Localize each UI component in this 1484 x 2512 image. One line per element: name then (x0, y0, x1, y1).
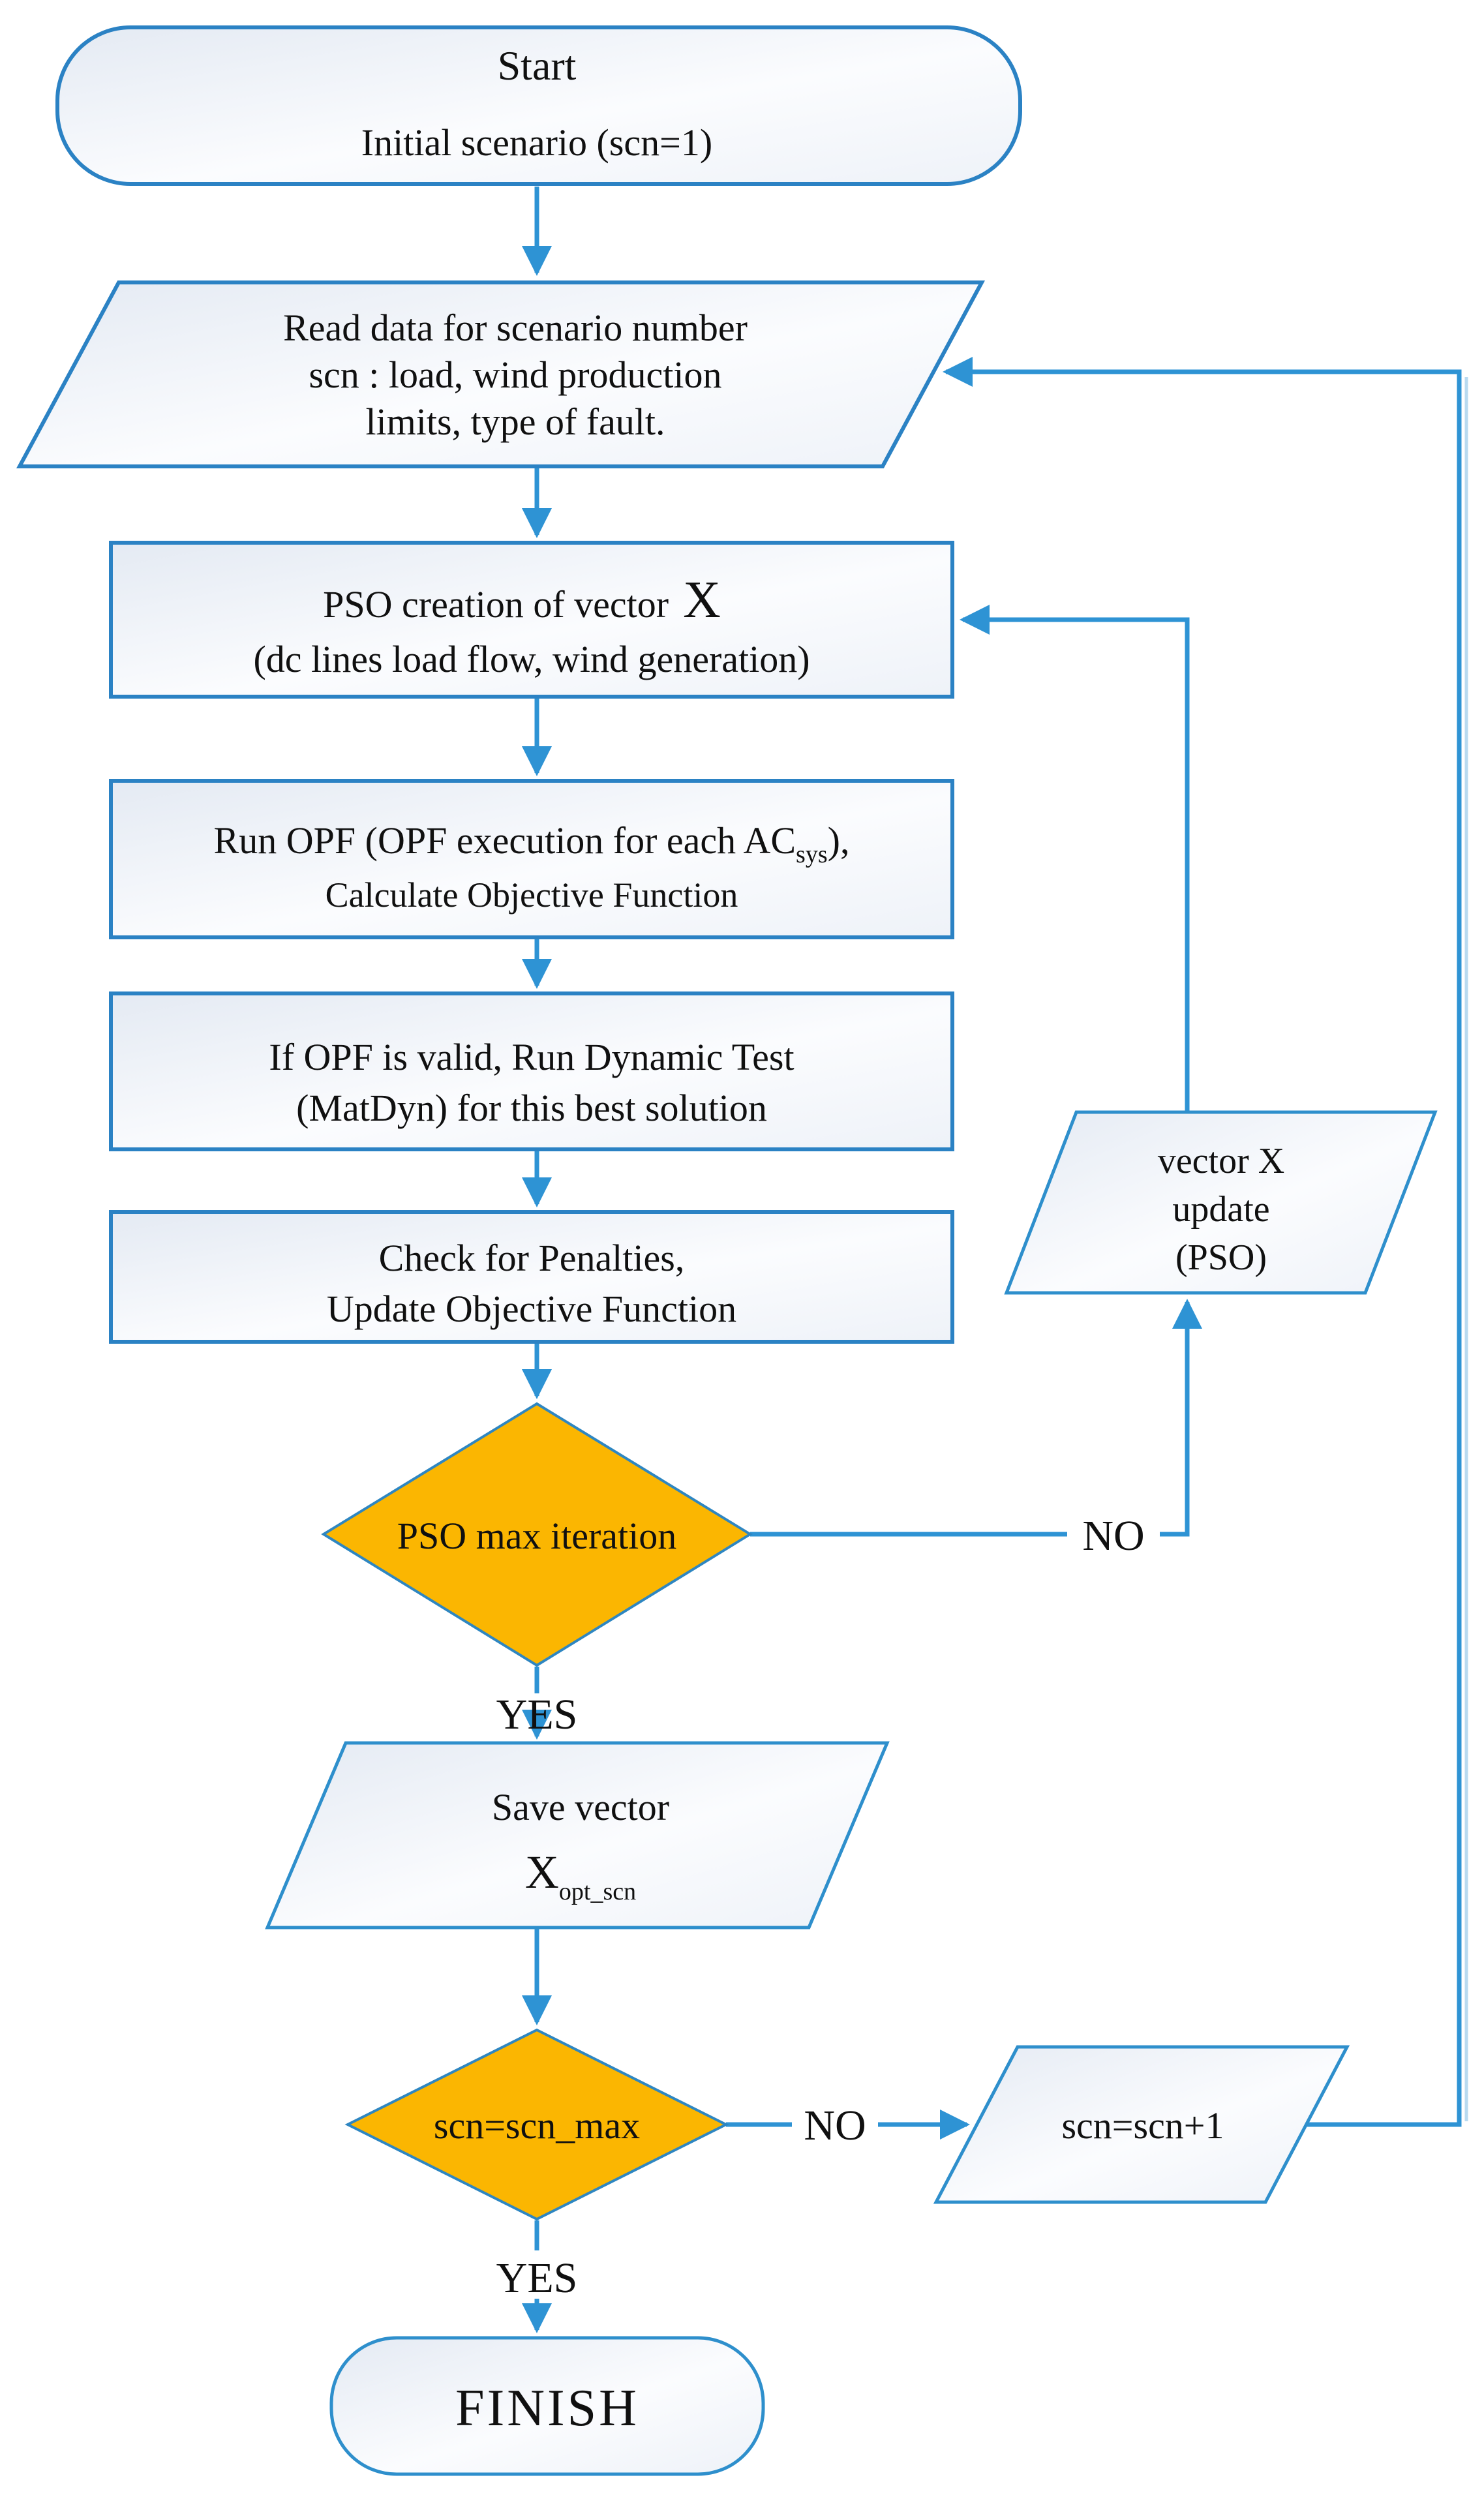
finish-label: FINISH (455, 2380, 639, 2437)
no2-label: NO (804, 2102, 866, 2149)
read-data-line1: Read data for scenario number (283, 307, 748, 349)
run-opf-sys-subscript: sys (796, 841, 828, 868)
vector-x-update-line3: (PSO) (1175, 1237, 1267, 1278)
read-data-line3: limits, type of fault. (365, 401, 665, 443)
save-vector-line2: Xopt_scn (525, 1846, 636, 1905)
penalties-line2: Update Objective Function (327, 1288, 736, 1330)
node-start: Start Initial scenario (scn=1) (55, 25, 1022, 186)
pso-max-iteration-diamond (321, 1402, 753, 1667)
node-penalties: Check for Penalties, Update Objective Fu… (109, 1210, 954, 1344)
run-opf-line1: Run OPF (OPF execution for each ACsys), (214, 819, 850, 868)
node-dynamic-test: If OPF is valid, Run Dynamic Test (MatDy… (109, 991, 954, 1151)
save-vector-subscript: opt_scn (559, 1878, 636, 1905)
node-read-data: Read data for scenario number scn : load… (16, 280, 986, 468)
node-pso-max-iteration: PSO max iteration (321, 1402, 753, 1667)
node-vector-x-update: vector X update (PSO) (1004, 1110, 1438, 1295)
yes1-label: YES (496, 1691, 578, 1738)
dynamic-test-line1: If OPF is valid, Run Dynamic Test (269, 1036, 794, 1078)
save-vector-line1: Save vector (492, 1786, 669, 1828)
pso-max-iteration-label: PSO max iteration (397, 1515, 677, 1557)
read-data-shape (16, 280, 986, 468)
penalties-shape (109, 1210, 954, 1344)
pso-creation-line2: (dc lines load flow, wind generation) (253, 638, 810, 680)
save-vector-shape (265, 1741, 890, 1929)
vector-x-update-shape (1004, 1110, 1438, 1295)
node-scn-check: scn=scn_max (344, 2028, 729, 2221)
pso-creation-line1: PSO creation of vector X (323, 571, 721, 629)
vector-x-update-line1: vector X (1158, 1141, 1284, 1181)
save-vector-x: X (525, 1846, 559, 1898)
node-pso-creation: PSO creation of vector X (dc lines load f… (109, 541, 954, 699)
run-opf-line1-end: ), (828, 819, 850, 862)
pso-creation-vector-x: X (683, 571, 721, 629)
run-opf-shape (109, 779, 954, 939)
edge-increment-loop-to-read (943, 357, 1462, 2127)
penalties-line1: Check for Penalties, (379, 1237, 685, 1279)
node-scn-increment: scn=scn+1 (933, 2045, 1350, 2204)
start-title: Start (498, 42, 577, 89)
scn-increment-label: scn=scn+1 (1061, 2104, 1224, 2147)
vector-x-update-line2: update (1172, 1189, 1269, 1230)
run-opf-line2: Calculate Objective Function (326, 875, 738, 915)
pso-creation-line1-text: PSO creation of vector (323, 583, 669, 626)
edges (522, 187, 1468, 2333)
scn-check-diamond (344, 2028, 729, 2221)
scn-check-label: scn=scn_max (434, 2104, 640, 2147)
pso-creation-shape (109, 541, 954, 699)
finish-shape (329, 2336, 765, 2476)
node-finish: FINISH (329, 2336, 765, 2476)
yes2-label: YES (496, 2254, 578, 2302)
dynamic-test-shape (109, 991, 954, 1151)
dynamic-test-line2: (MatDyn) for this best solution (296, 1087, 767, 1129)
start-subtitle: Initial scenario (scn=1) (361, 121, 712, 164)
scn-increment-shape (933, 2045, 1350, 2204)
edge-update-to-pso-box (960, 605, 1190, 1112)
no1-label: NO (1082, 1512, 1144, 1560)
run-opf-line1-text: Run OPF (OPF execution for each AC (214, 819, 796, 862)
edge-no1-up-to-update (1160, 1299, 1202, 1537)
node-run-opf: Run OPF (OPF execution for each ACsys), … (109, 779, 954, 939)
read-data-line2: scn : load, wind production (309, 354, 721, 396)
start-shape (55, 25, 1022, 186)
node-save-vector: Save vector Xopt_scn (265, 1741, 890, 1929)
